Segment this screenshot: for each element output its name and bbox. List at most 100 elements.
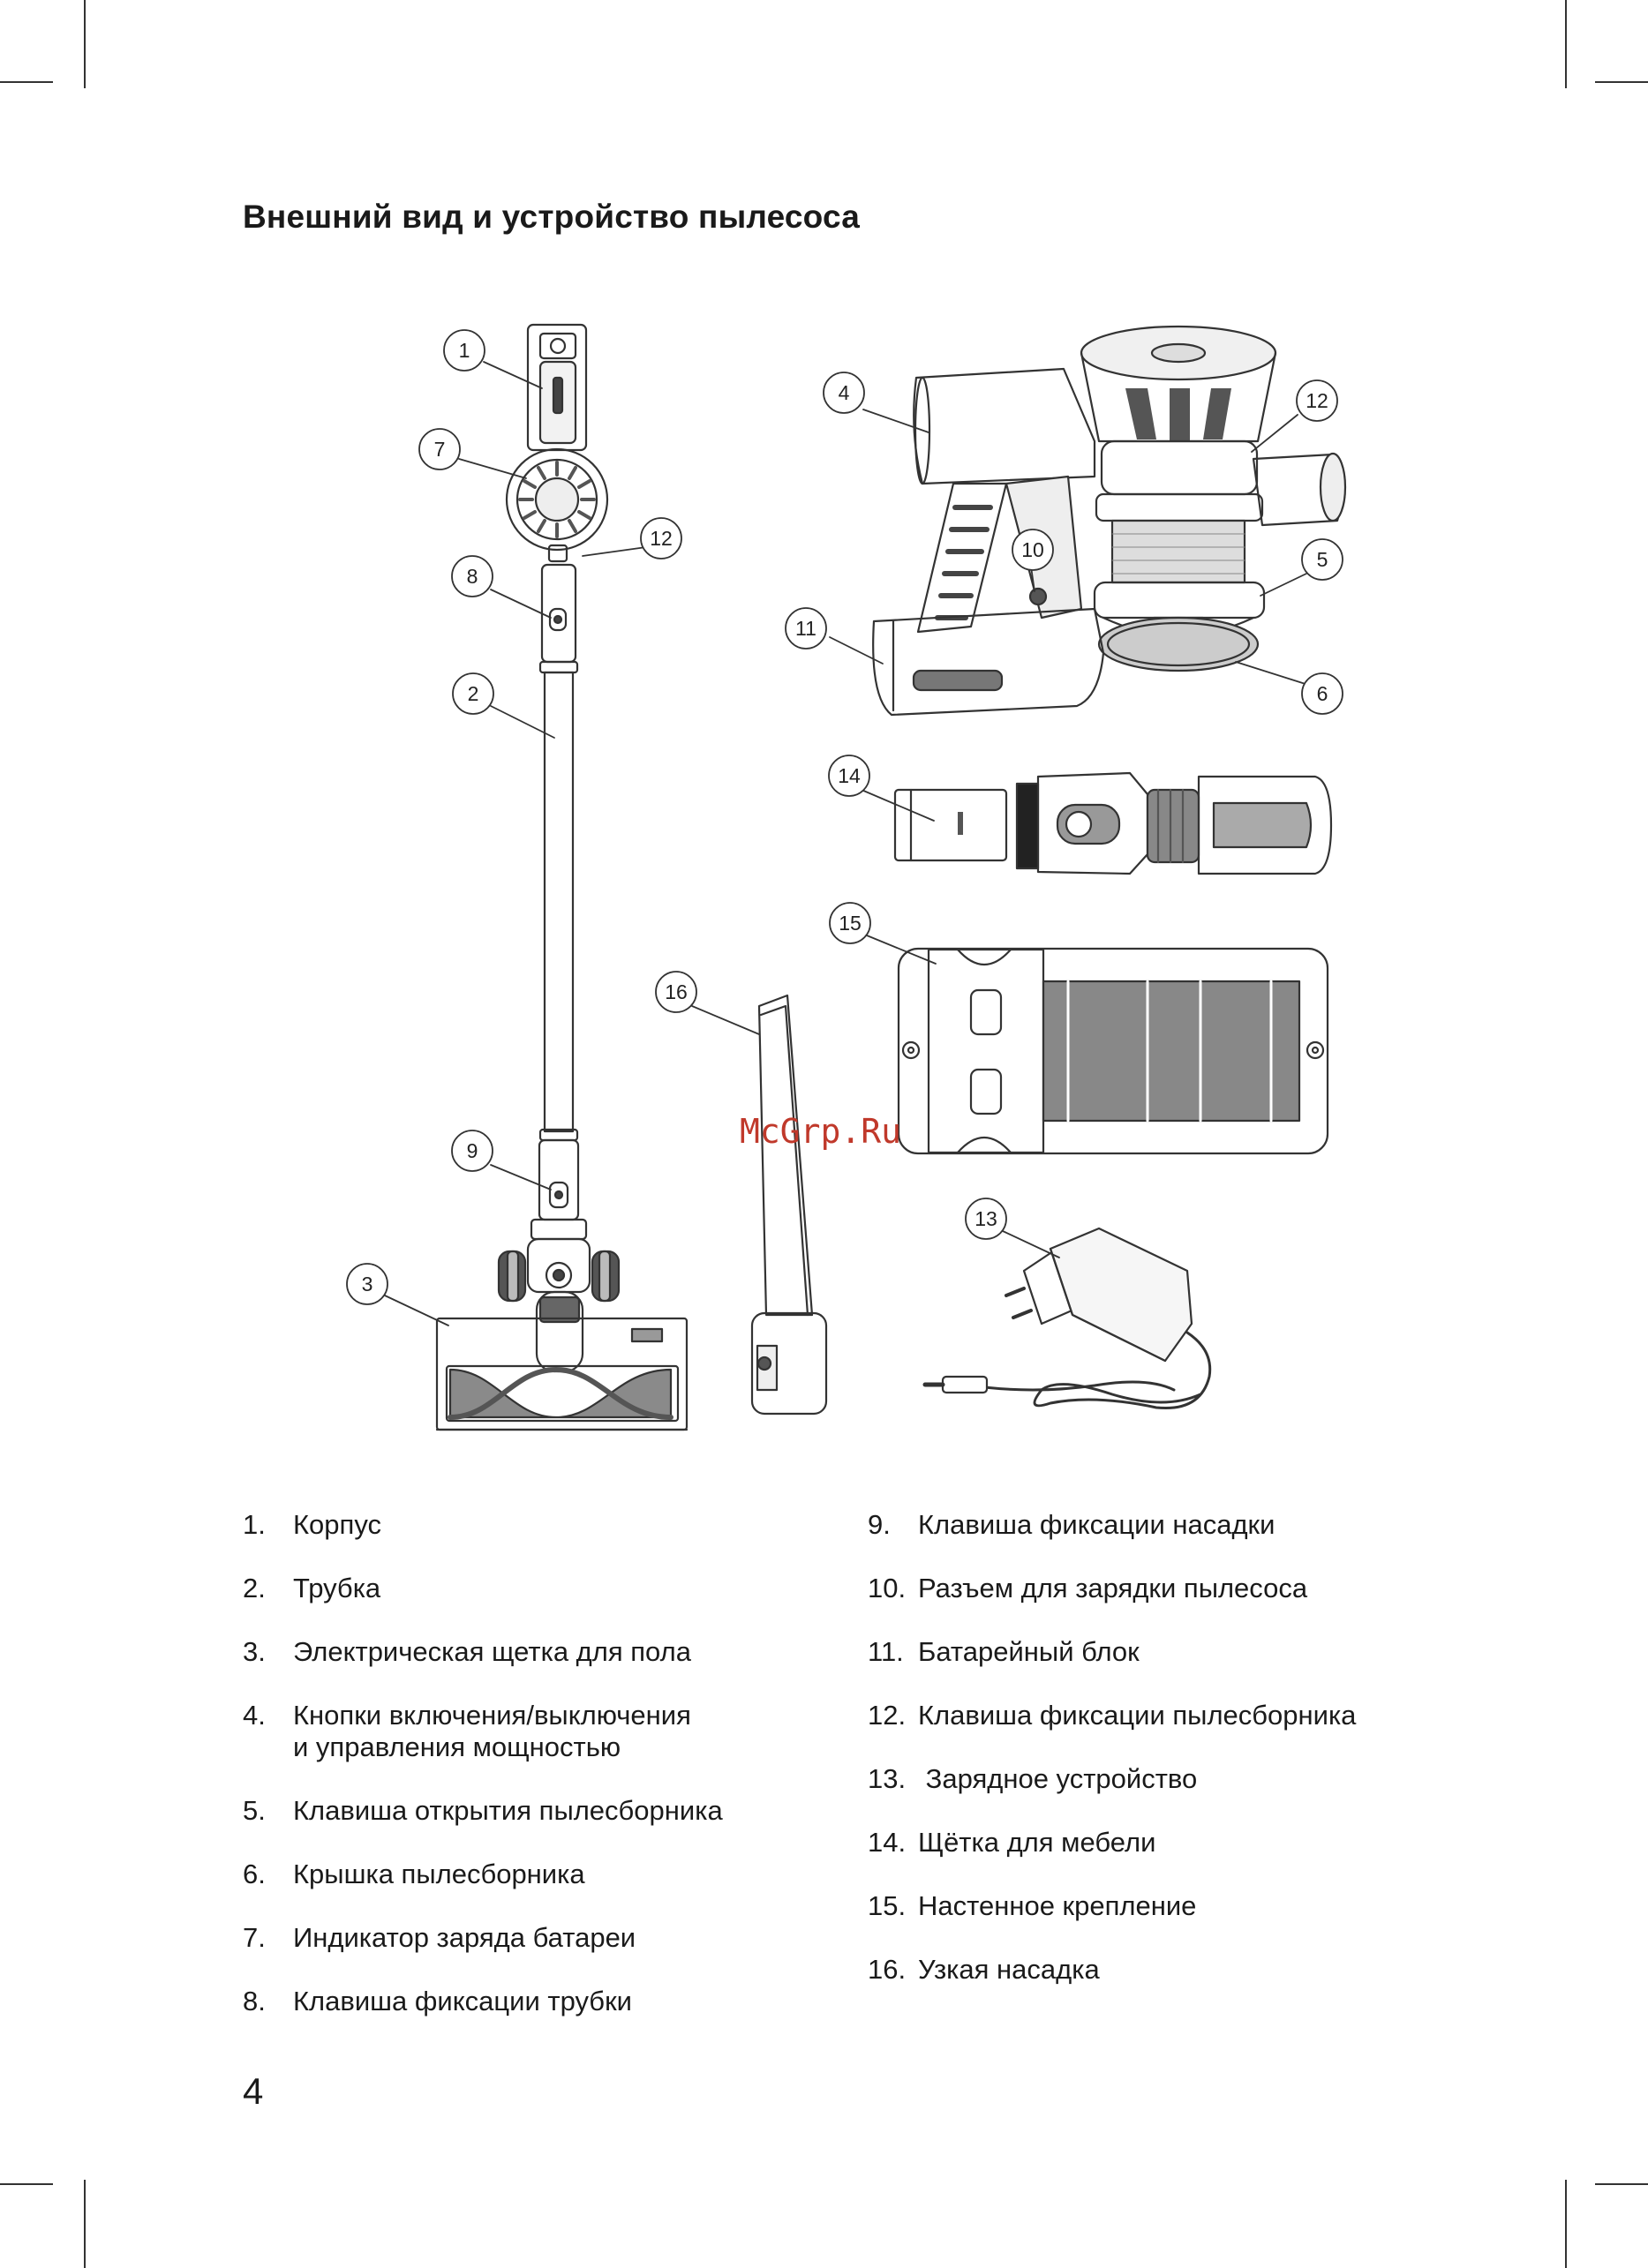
page-title: Внешний вид и устройство пылесоса — [243, 199, 860, 235]
crop-mark — [84, 0, 86, 88]
callout-15: 15 — [829, 902, 871, 944]
legend-text: Зарядное устройство — [918, 1763, 1198, 1794]
callout-label: 1 — [459, 339, 470, 362]
legend-item: 2. Трубка — [243, 1573, 825, 1604]
legend-number: 15. — [868, 1890, 907, 1921]
legend-item: 3. Электрическая щетка для пола — [243, 1636, 825, 1668]
charger-illustration — [922, 1227, 1212, 1410]
callout-6: 6 — [1301, 672, 1343, 715]
wall-mount-illustration — [897, 947, 1329, 1155]
watermark: McGrp.Ru — [740, 1112, 902, 1151]
legend-number: 3. — [243, 1636, 266, 1667]
callout-9: 9 — [451, 1130, 493, 1172]
callout-label: 9 — [467, 1139, 478, 1162]
callout-label: 13 — [975, 1207, 997, 1230]
legend-text: Индикатор заряда батареи — [293, 1922, 636, 1953]
callout-1: 1 — [443, 329, 485, 372]
legend-item: 14. Щётка для мебели — [868, 1827, 1433, 1859]
legend-text-line: Кнопки включения/выключения — [293, 1700, 691, 1731]
legend-text: Батарейный блок — [918, 1636, 1140, 1667]
crop-mark — [84, 2180, 86, 2268]
legend-item: 9. Клавиша фиксации насадки — [868, 1509, 1433, 1541]
legend-number: 5. — [243, 1795, 266, 1826]
callout-label: 3 — [362, 1273, 373, 1295]
callout-3: 3 — [346, 1263, 388, 1305]
callout-14: 14 — [828, 755, 870, 797]
legend-item: 15. Настенное крепление — [868, 1890, 1433, 1922]
legend-number: 13. — [868, 1763, 907, 1794]
legend-number: 11. — [868, 1636, 904, 1667]
legend-number: 7. — [243, 1922, 266, 1953]
stick-vacuum-illustration — [435, 323, 689, 1431]
callout-16: 16 — [655, 971, 697, 1013]
legend-text: Клавиша фиксации трубки — [293, 1986, 632, 2016]
legend-right-column: 9. Клавиша фиксации насадки 10. Разъем для… — [868, 1509, 1433, 2017]
callout-10: 10 — [1012, 529, 1054, 571]
callout-13: 13 — [965, 1198, 1007, 1240]
legend-number: 6. — [243, 1859, 266, 1889]
legend-number: 9. — [868, 1509, 891, 1540]
furniture-brush-illustration — [893, 771, 1333, 875]
legend-text: Клавиша фиксации насадки — [918, 1509, 1276, 1540]
crop-mark — [0, 81, 53, 83]
leader-lines — [384, 361, 1309, 1326]
crop-mark — [1595, 81, 1648, 83]
callout-2: 2 — [452, 672, 494, 715]
legend-item: 1. Корпус — [243, 1509, 825, 1541]
handheld-unit-illustration — [872, 325, 1347, 717]
legend-text: Разъем для зарядки пылесоса — [918, 1573, 1308, 1603]
legend-text: Крышка пылесборника — [293, 1859, 585, 1889]
callout-label: 4 — [839, 381, 850, 404]
callout-12b: 12 — [1296, 379, 1338, 422]
legend-text: Электрическая щетка для пола — [293, 1636, 691, 1667]
callout-label: 7 — [434, 438, 446, 461]
legend-item: 16. Узкая насадка — [868, 1954, 1433, 1986]
callout-label: 11 — [795, 617, 816, 640]
legend-text: Трубка — [293, 1573, 381, 1603]
vacuum-diagram: 1 2 3 4 5 6 7 8 9 10 11 12 12 13 14 15 1… — [346, 323, 1347, 1431]
legend-item: 7. Индикатор заряда батареи — [243, 1922, 825, 1954]
callout-label: 8 — [467, 565, 478, 588]
legend-item: 13. Зарядное устройство — [868, 1763, 1433, 1795]
callout-label: 14 — [838, 764, 861, 787]
legend-number: 14. — [868, 1827, 907, 1858]
legend-item: 11. Батарейный блок — [868, 1636, 1433, 1668]
legend-text: Настенное крепление — [918, 1890, 1197, 1921]
crop-mark — [1565, 0, 1567, 88]
legend-text: Щётка для мебели — [918, 1827, 1156, 1858]
legend-left-column: 1. Корпус 2. Трубка 3. Электрическая щетка … — [243, 1509, 825, 2049]
legend-item: 12.Клавиша фиксации пылесборника — [868, 1700, 1433, 1731]
callout-11: 11 — [785, 607, 827, 650]
legend-number: 2. — [243, 1573, 266, 1603]
crevice-nozzle-illustration — [750, 994, 828, 1416]
callout-label: 10 — [1021, 538, 1044, 561]
callout-12: 12 — [640, 517, 682, 559]
legend-number: 1. — [243, 1509, 266, 1540]
legend-item: 10. Разъем для зарядки пылесоса — [868, 1573, 1433, 1604]
page-number: 4 — [243, 2070, 264, 2112]
legend-number: 8. — [243, 1986, 266, 2016]
legend-number: 16. — [868, 1954, 907, 1985]
legend-number: 4. — [243, 1700, 266, 1731]
legend-item: 8. Клавиша фиксации трубки — [243, 1986, 825, 2017]
legend-text: Клавиша фиксации пылесборника — [918, 1700, 1357, 1731]
legend-number: 10. — [868, 1573, 907, 1603]
callout-label: 12 — [650, 527, 673, 550]
legend-text: Клавиша открытия пылесборника — [293, 1795, 723, 1826]
legend-item: 5. Клавиша открытия пылесборника — [243, 1795, 825, 1827]
crop-mark — [0, 2183, 53, 2185]
legend-item: 6. Крышка пылесборника — [243, 1859, 825, 1890]
legend-text: Корпус — [293, 1509, 381, 1540]
callout-8: 8 — [451, 555, 493, 597]
callout-label: 12 — [1306, 389, 1328, 412]
crop-mark — [1565, 2180, 1567, 2268]
callout-5: 5 — [1301, 538, 1343, 581]
callout-label: 15 — [839, 912, 862, 935]
legend-text: Узкая насадка — [918, 1954, 1100, 1985]
callout-label: 6 — [1317, 682, 1328, 705]
callouts: 1 2 3 4 5 6 7 8 9 10 11 12 12 13 14 15 1… — [346, 329, 1343, 1305]
callout-label: 5 — [1317, 548, 1328, 571]
callout-4: 4 — [823, 372, 865, 414]
